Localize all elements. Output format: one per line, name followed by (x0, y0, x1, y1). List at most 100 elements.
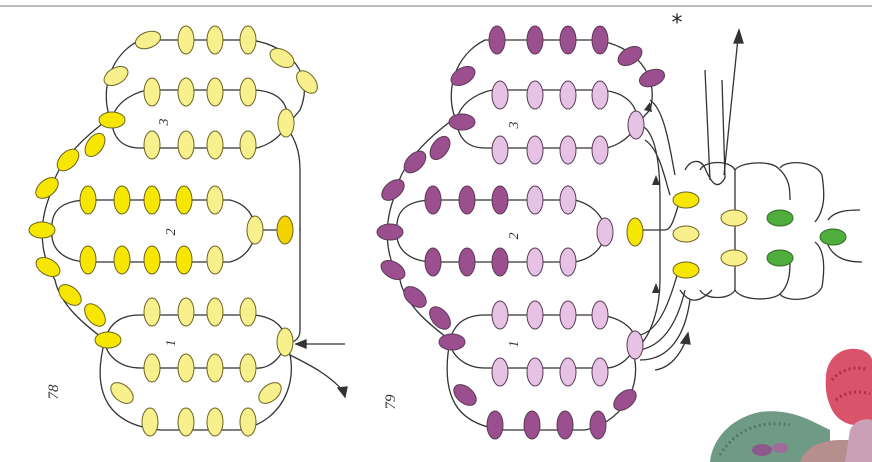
bead-row3 (240, 78, 256, 106)
bead-outer (207, 408, 223, 436)
figure-78-row-label-1: 1 (164, 340, 179, 347)
bead-outer (449, 114, 475, 130)
bead-stem (673, 192, 699, 208)
bead-stem (721, 210, 747, 226)
bead-row2 (207, 186, 223, 214)
bead-row1 (178, 354, 194, 382)
bead-outer (590, 411, 606, 439)
bead-row1 (492, 301, 508, 329)
bead-outer (240, 408, 256, 436)
bead-outer (560, 26, 576, 54)
bead-row1 (527, 358, 543, 386)
bead-row2 (560, 248, 576, 276)
bead-outer (101, 63, 132, 90)
bead-outer (240, 26, 256, 54)
figure-79-thread (387, 40, 862, 430)
bead-row1 (207, 354, 223, 382)
beadwork-photo-corner (710, 349, 872, 462)
bead-connector (277, 328, 293, 356)
bead-outer (524, 411, 540, 439)
bead-row3 (592, 81, 608, 109)
bead-outer (255, 379, 285, 408)
figure-78-row-label-2: 2 (164, 229, 179, 236)
bead-row1 (144, 298, 160, 326)
bead-row3 (144, 131, 160, 159)
bead-connector (628, 111, 644, 139)
bead-row3 (492, 136, 508, 164)
bead-outer (592, 26, 608, 54)
bead-outer (293, 67, 322, 97)
bead-row3 (492, 81, 508, 109)
bead-row3 (527, 136, 543, 164)
bead-row2 (176, 246, 192, 274)
figure-79-small-arrows (644, 102, 660, 293)
bead-row1 (592, 301, 608, 329)
bead-outer (637, 66, 667, 90)
bead-row3 (144, 78, 160, 106)
bead-connector (627, 218, 643, 246)
figure-78-row-label-3: 3 (157, 119, 172, 127)
bead-stem (673, 262, 699, 278)
bead-row2 (425, 248, 441, 276)
bead-outer (267, 45, 298, 72)
bead-row2 (114, 186, 130, 214)
bead-row2 (527, 186, 543, 214)
bead-row2 (80, 186, 96, 214)
bead-outer (33, 254, 64, 281)
bead-row3 (207, 131, 223, 159)
bead-outer (450, 381, 480, 410)
bead-outer (378, 257, 409, 284)
bead-stem (721, 250, 747, 266)
bead-stem (820, 229, 846, 245)
bead-row2 (560, 186, 576, 214)
bead-row1 (560, 301, 576, 329)
bead-row2 (492, 248, 508, 276)
bead-row3 (240, 131, 256, 159)
bead-row3 (527, 81, 543, 109)
bead-connector (277, 216, 293, 244)
bead-outer (55, 281, 85, 310)
bead-row1 (240, 354, 256, 382)
bead-outer (95, 332, 121, 348)
bead-stem (767, 250, 793, 266)
bead-outer (487, 411, 503, 439)
bead-connector (627, 331, 643, 359)
bead-outer (557, 411, 573, 439)
bead-outer (426, 133, 454, 163)
bead-row2 (144, 186, 160, 214)
bead-outer (81, 130, 109, 160)
bead-outer (29, 222, 55, 238)
bead-row3 (178, 131, 194, 159)
bead-outer (207, 26, 223, 54)
bead-row2 (459, 248, 475, 276)
bead-outer (527, 26, 543, 54)
bead-outer (53, 145, 83, 175)
bead-row1 (178, 298, 194, 326)
bead-stem (767, 210, 793, 226)
figure-79-entry-arrow (655, 333, 690, 370)
bead-outer (32, 174, 62, 203)
bead-row1 (240, 298, 256, 326)
bead-row2 (425, 186, 441, 214)
bead-row3 (178, 78, 194, 106)
figure-79-row-label-1: 1 (507, 341, 522, 348)
bead-row1 (207, 298, 223, 326)
figure-79-row-label-3: 3 (507, 122, 522, 130)
figure-78-entry-arrow (296, 340, 345, 348)
bead-row3 (207, 78, 223, 106)
bead-row2 (80, 246, 96, 274)
bead-outer (133, 28, 163, 52)
bead-outer (81, 300, 110, 330)
bead-outer (178, 26, 194, 54)
bead-row3 (592, 136, 608, 164)
figure-79: 3 2 1 79 * (377, 11, 862, 439)
bead-outer (426, 303, 455, 333)
bead-outer (142, 408, 158, 436)
bead-outer (489, 26, 505, 54)
bead-outer (400, 283, 430, 312)
bead-outer (377, 224, 403, 240)
bead-outer (107, 379, 137, 408)
bead-row2 (207, 246, 223, 274)
bead-row2 (527, 248, 543, 276)
bead-row1 (144, 354, 160, 382)
